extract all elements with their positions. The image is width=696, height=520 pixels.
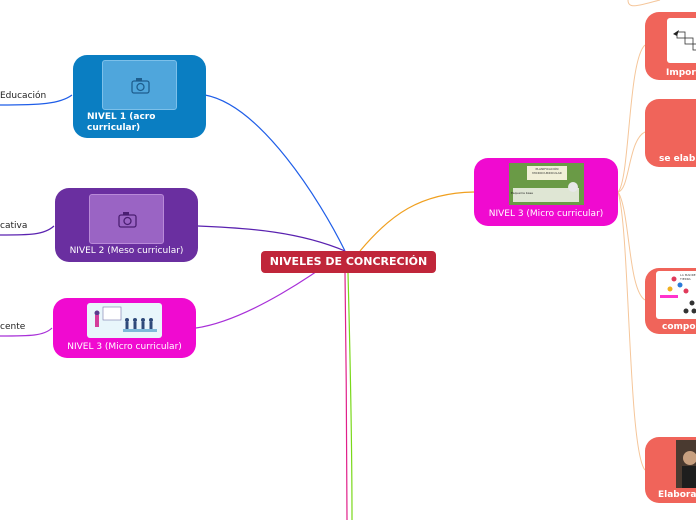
diagram-image [667, 18, 696, 63]
node-nivel-1[interactable]: NIVEL 1 (acro curricular) [73, 55, 206, 138]
node-nivel-3-right[interactable]: PLANIFICACIÓN MICROCURRICULAR Esquema ba… [474, 158, 618, 226]
image-placeholder [102, 60, 177, 110]
camera-icon [118, 212, 137, 228]
edge-label-nivel2: cativa [0, 221, 28, 231]
node-label: NIVEL 3 (Micro curricular) [67, 342, 182, 352]
node-importancia[interactable]: Impor [645, 12, 696, 80]
node-label: se elab [659, 154, 696, 164]
classroom-image [87, 303, 162, 338]
node-label: Impor [666, 68, 696, 78]
node-se-elabora[interactable]: se elab [645, 99, 696, 167]
node-nivel-2[interactable]: NIVEL 2 (Meso curricular) [55, 188, 198, 262]
thumb-subtext: Esquema base [511, 191, 533, 195]
components-image: LA MADRE TIERRA [656, 271, 696, 319]
node-label: NIVEL 2 (Meso curricular) [69, 246, 184, 256]
node-componentes[interactable]: LA MADRE TIERRA compo [645, 268, 696, 334]
node-label: compo [662, 322, 696, 332]
planning-image: PLANIFICACIÓN MICROCURRICULAR Esquema ba… [509, 163, 584, 205]
photo-image [676, 440, 696, 488]
thumb-title: PLANIFICACIÓN MICROCURRICULAR [532, 167, 562, 175]
camera-icon [131, 78, 150, 94]
node-label: Elabora [658, 490, 696, 500]
edge-label-nivel1: Educación [0, 91, 47, 101]
central-topic[interactable]: NIVELES DE CONCRECIÓN [261, 251, 436, 273]
node-label: NIVEL 1 (acro curricular) [87, 112, 156, 133]
edge-label-nivel3: cente [0, 322, 26, 332]
image-placeholder [89, 194, 164, 244]
node-label: NIVEL 3 (Micro curricular) [488, 209, 604, 219]
node-elaboracion[interactable]: Elabora [645, 437, 696, 503]
thumb-title: LA MADRE TIERRA [680, 273, 696, 281]
node-nivel-3-left[interactable]: NIVEL 3 (Micro curricular) [53, 298, 196, 358]
